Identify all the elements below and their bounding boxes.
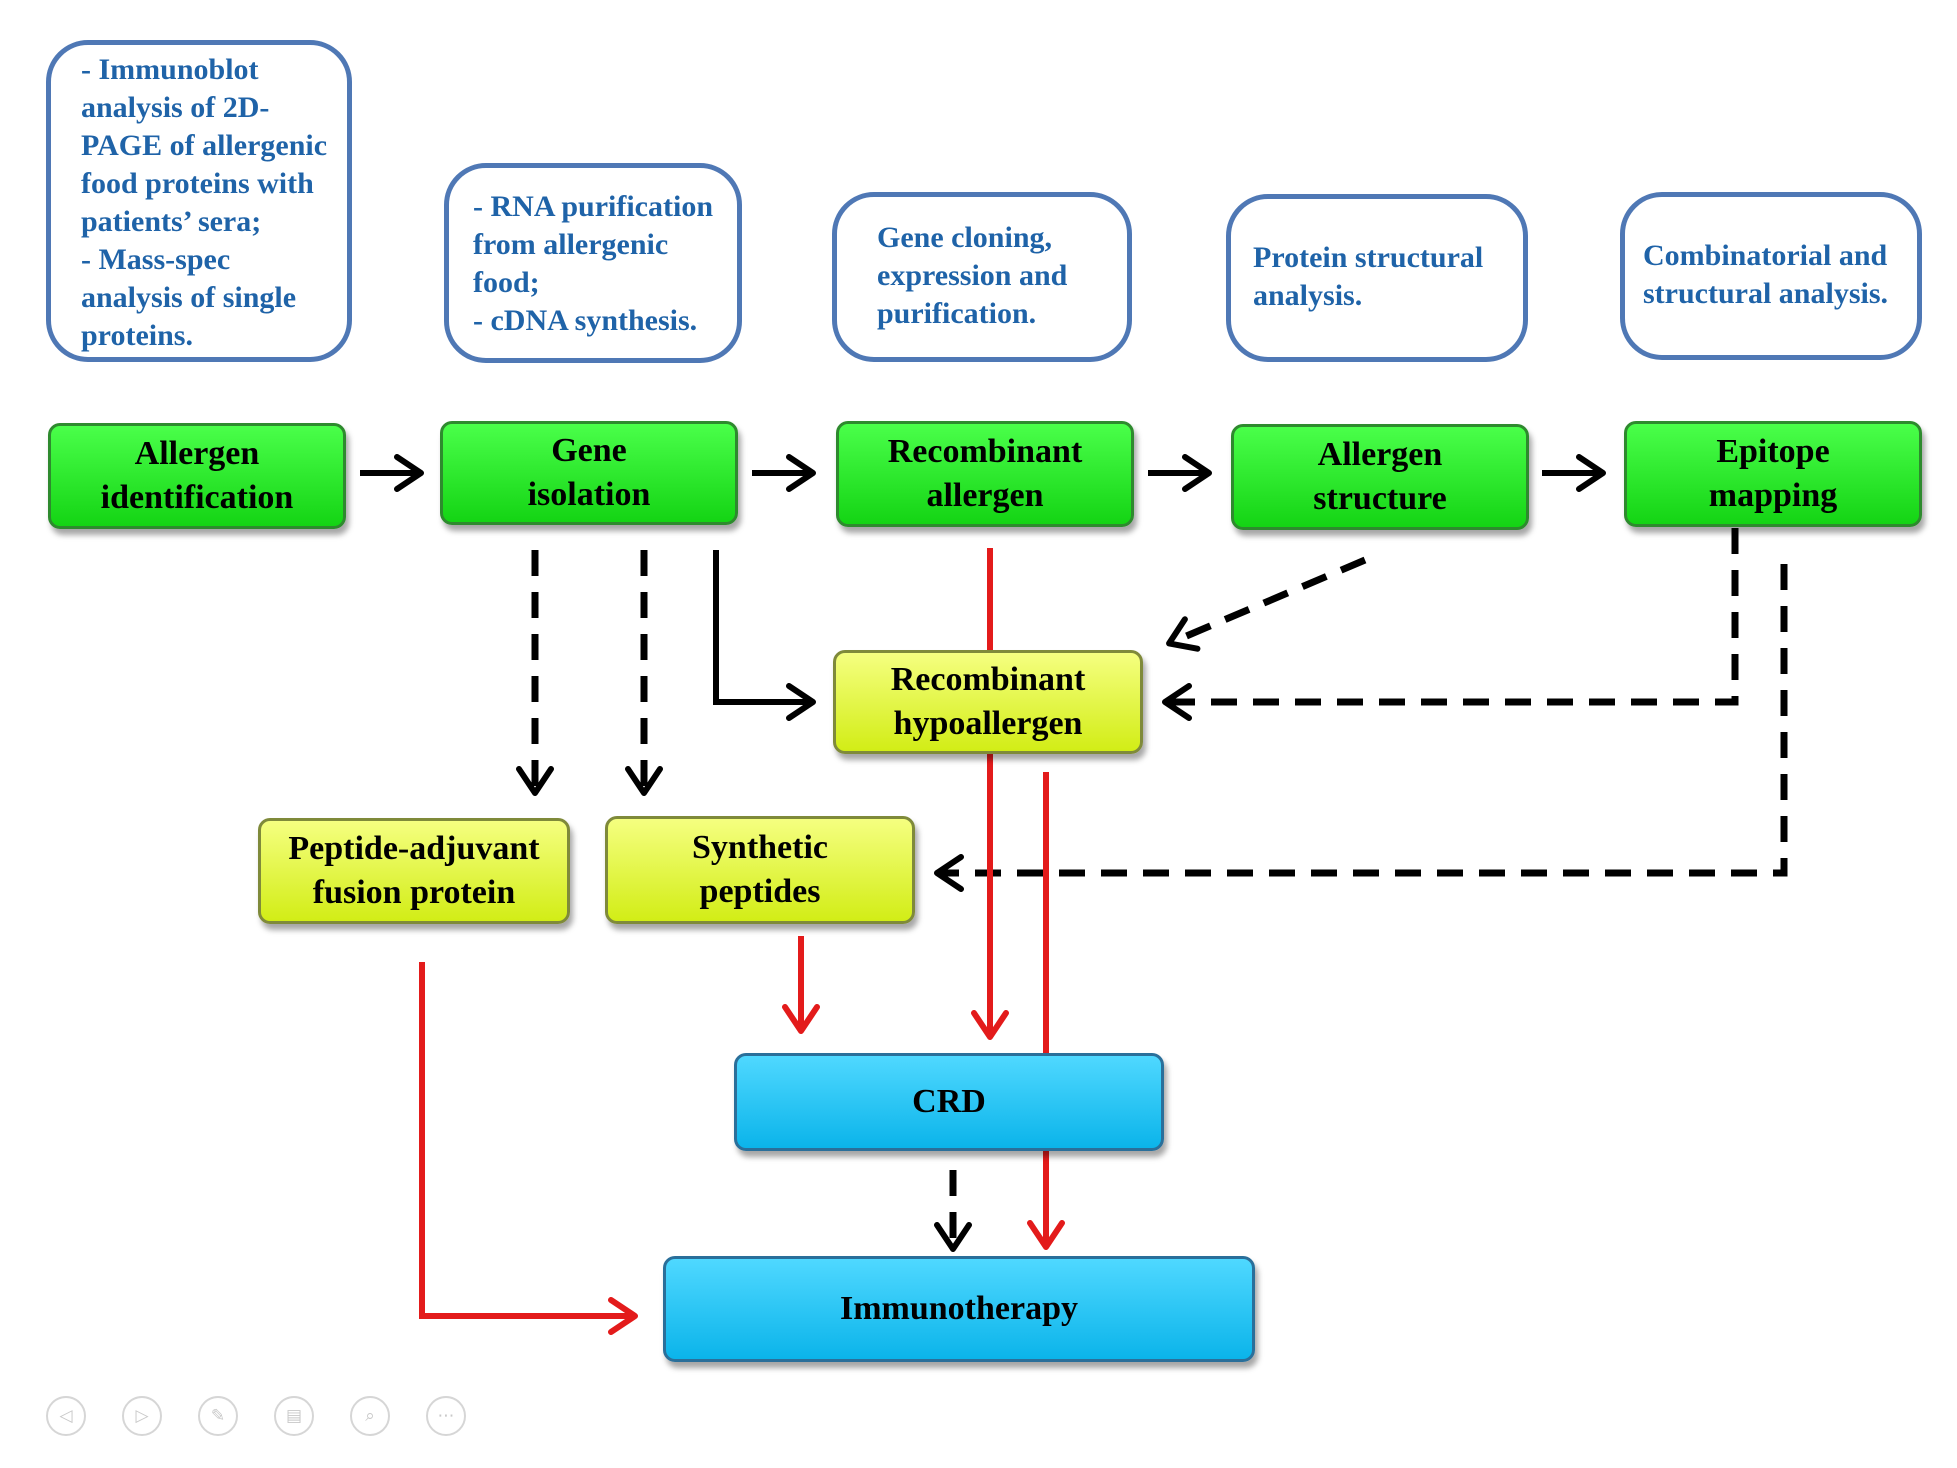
note-epitope-mapping: Combinatorial and structural analysis. [1620,192,1922,360]
arrow-gene-to-hypoallergen [713,550,816,721]
step-allergen-structure: Allergen structure [1231,424,1529,530]
note-allergen-identification: - Immunoblot analysis of 2D- PAGE of all… [46,40,352,362]
step-epitope-mapping: Epitope mapping [1624,421,1922,527]
note-gene-isolation: - RNA purification from allergenic food;… [444,163,742,363]
pen-icon[interactable]: ✎ [198,1396,238,1436]
more-icon[interactable]: ⋯ [426,1396,466,1436]
product-peptide-adjuvant-fusion-protein: Peptide-adjuvant fusion protein [258,818,570,924]
step-gene-isolation: Gene isolation [440,421,738,525]
outcome-immunotherapy: Immunotherapy [663,1256,1255,1362]
step-allergen-identification: Allergen identification [48,423,346,529]
forward-icon[interactable]: ▷ [122,1396,162,1436]
back-icon[interactable]: ◁ [46,1396,86,1436]
note-recombinant-allergen: Gene cloning, expression and purificatio… [832,192,1132,362]
step-recombinant-allergen: Recombinant allergen [836,421,1134,527]
arrow-structure-to-hypoallergen [1166,556,1367,652]
slides-icon[interactable]: ▤ [274,1396,314,1436]
zoom-icon[interactable]: ⌕ [350,1396,390,1436]
outcome-crd: CRD [734,1053,1164,1151]
product-recombinant-hypoallergen: Recombinant hypoallergen [833,650,1143,754]
note-allergen-structure: Protein structural analysis. [1226,194,1528,362]
arrow-epitope-to-hypoallergen [1162,528,1739,721]
product-synthetic-peptides: Synthetic peptides [605,816,915,924]
arrow-epitope-to-peptides [934,564,1788,892]
arrow-fusion-to-immunotherapy [419,962,638,1335]
